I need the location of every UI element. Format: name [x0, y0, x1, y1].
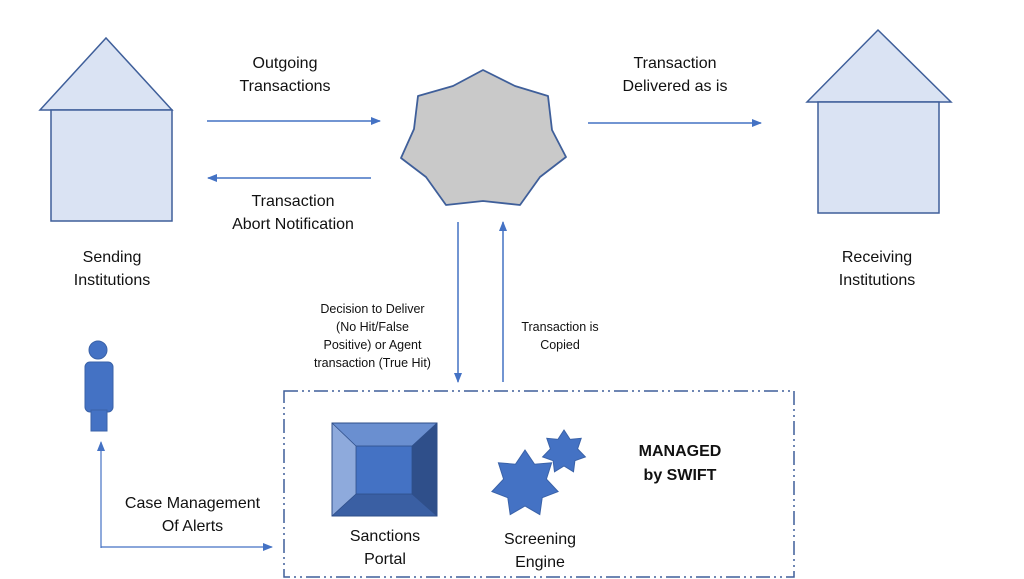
- label-line: Institutions: [73, 272, 151, 289]
- copied-label: Transaction is Copied: [510, 318, 610, 354]
- label-line: by SWIFT: [643, 467, 717, 484]
- label-line: Transaction: [633, 55, 717, 72]
- managed-by-swift-label: MANAGED by SWIFT: [620, 440, 740, 488]
- analyst-person-icon: [84, 340, 114, 432]
- delivered-label: Transaction Delivered as is: [605, 52, 745, 98]
- sanctions-portal-label: Sanctions Portal: [330, 525, 440, 571]
- label-line: Positive) or Agent: [323, 338, 422, 352]
- label-line: Decision to Deliver: [320, 302, 425, 316]
- label-line: Institutions: [838, 272, 916, 289]
- sending-institutions-label: Sending Institutions: [52, 246, 172, 292]
- label-line: Transaction is: [521, 320, 599, 334]
- screening-engine-icon: [491, 429, 587, 516]
- label-line: MANAGED: [638, 443, 722, 460]
- label-line: Portal: [364, 551, 406, 568]
- screening-engine-label: Screening Engine: [485, 528, 595, 574]
- label-line: Copied: [540, 338, 580, 352]
- case-management-label: Case Management Of Alerts: [110, 492, 275, 538]
- swift-network-hub-icon: [400, 69, 567, 206]
- label-line: Engine: [515, 554, 565, 571]
- label-line: Of Alerts: [161, 518, 224, 535]
- managed-by-swift-boundary: [283, 390, 795, 578]
- label-line: Abort Notification: [232, 216, 354, 233]
- label-line: Screening: [503, 531, 577, 548]
- receiving-institution-house-icon: [805, 28, 953, 214]
- label-line: transaction (True Hit): [314, 356, 431, 370]
- label-line: Sending: [82, 249, 142, 266]
- abort-notification-label: Transaction Abort Notification: [213, 190, 373, 236]
- sanctions-portal-icon: [331, 422, 438, 517]
- label-line: Receiving: [841, 249, 913, 266]
- receiving-institutions-label: Receiving Institutions: [817, 246, 937, 292]
- label-line: Outgoing: [252, 55, 318, 72]
- label-line: Case Management: [124, 495, 261, 512]
- label-line: Delivered as is: [622, 78, 728, 95]
- decision-label: Decision to Deliver (No Hit/False Positi…: [300, 300, 445, 372]
- sending-institution-house-icon: [38, 36, 174, 222]
- label-line: Transactions: [239, 78, 331, 95]
- outgoing-transactions-label: Outgoing Transactions: [230, 52, 340, 98]
- label-line: Transaction: [251, 193, 335, 210]
- label-line: (No Hit/False: [336, 320, 409, 334]
- label-line: Sanctions: [349, 528, 421, 545]
